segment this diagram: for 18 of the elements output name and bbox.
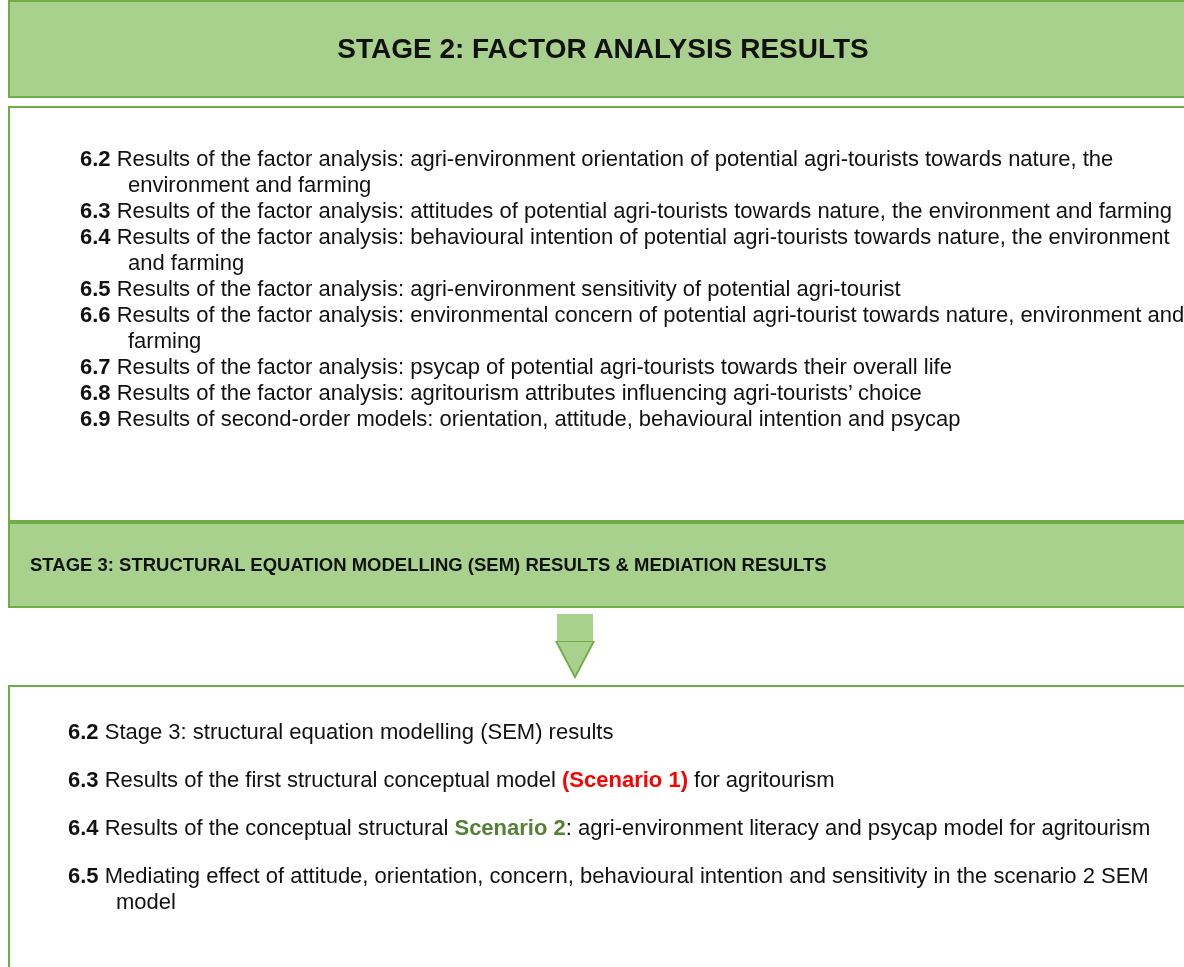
list-item: 6.2 Stage 3: structural equation modelling (SEM) results — [68, 719, 615, 745]
list-item: 6.4 Results of the conceptual structural Scenario 2: agri-environment literacy and psycap model for agritourism — [68, 815, 1152, 841]
list-item: 6.7 Results of the factor analysis: psycap of potential agri-tourists towards their overall life — [80, 354, 953, 380]
list-item: 6.5 Mediating effect of attitude, orientation, concern, behavioural intention and sensitivity in the scenario 2 SEM model — [68, 863, 1150, 915]
list-item: 6.3 Results of the first structural conceptual model (Scenario 1) for agritourism — [68, 767, 836, 793]
list-item: 6.3 Results of the factor analysis: attitudes of potential agri-tourists towards nature, the environment and farming — [80, 198, 1174, 224]
heading-banner — [8, 0, 1184, 98]
stage-heading: STAGE 2: FACTOR ANALYSIS RESULTS — [337, 33, 869, 65]
list-item: 6.4 Results of the factor analysis: behavioural intention of potential agri-tourists towards nature, the environment and farming — [80, 224, 1171, 276]
text-panel — [8, 685, 1184, 967]
stage-heading: STAGE 3: STRUCTURAL EQUATION MODELLING (SEM) RESULTS & MEDIATION RESULTS — [30, 554, 827, 576]
list-item: 6.2 Results of the factor analysis: agri-environment orientation of potential agri-tourists towards nature, the environment and farming — [80, 146, 1115, 198]
down-arrow — [555, 614, 595, 679]
list-item: 6.5 Results of the factor analysis: agri-environment sensitivity of potential agri-tourist — [80, 276, 902, 302]
list-item: 6.9 Results of second-order models: orientation, attitude, behavioural intention and psycap — [80, 406, 962, 432]
list-item: 6.6 Results of the factor analysis: environmental concern of potential agri-tourist towards nature, environment and farming — [80, 302, 1184, 354]
heading-banner — [8, 522, 1184, 608]
list-item: 6.8 Results of the factor analysis: agritourism attributes influencing agri-tourists’ choice — [80, 380, 923, 406]
